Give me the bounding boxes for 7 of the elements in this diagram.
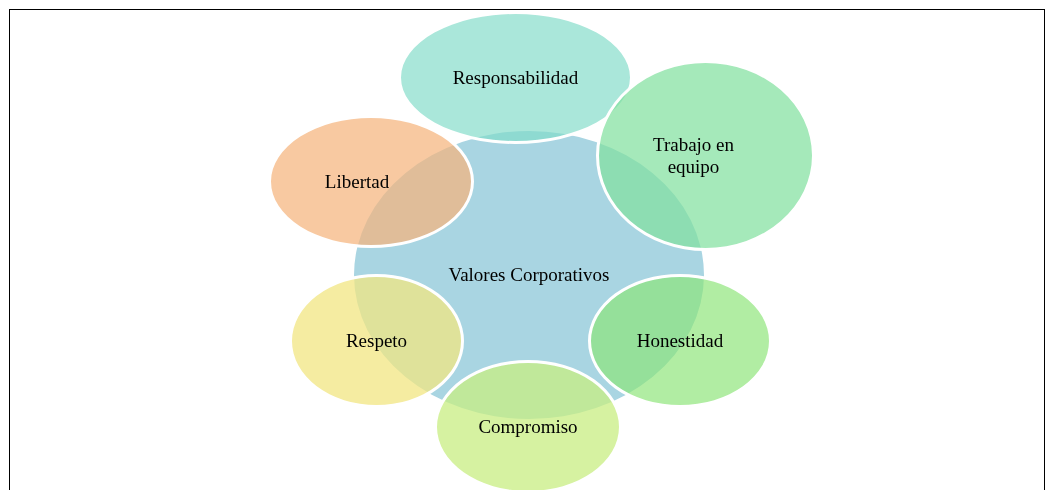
value-label: Trabajo en equipo bbox=[651, 133, 736, 178]
value-label: Honestidad bbox=[636, 330, 724, 352]
value-label: Valores Corporativos bbox=[448, 264, 610, 286]
value-label: Compromiso bbox=[478, 416, 578, 438]
value-label: Responsabilidad bbox=[452, 66, 579, 89]
value-label: Respeto bbox=[345, 330, 408, 352]
value-label: Libertad bbox=[324, 170, 390, 193]
